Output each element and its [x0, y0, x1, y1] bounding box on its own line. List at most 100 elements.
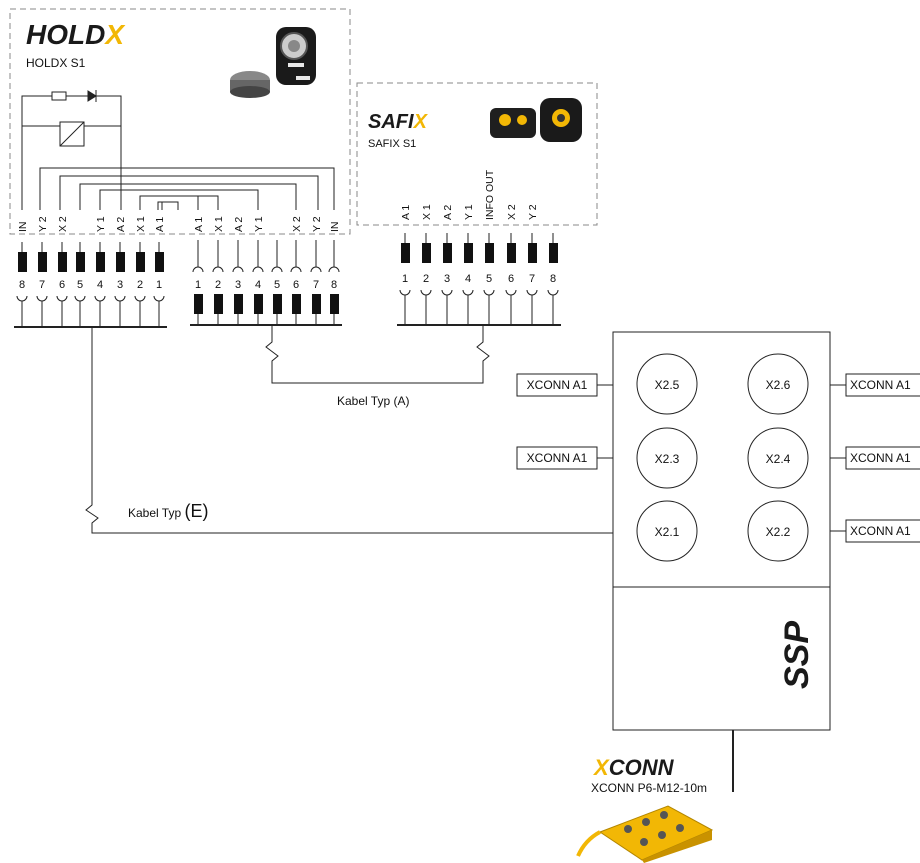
ssp-logo: SSP: [778, 621, 816, 689]
xconn-logo: XCONN: [592, 755, 675, 780]
holdx-logo: HOLDX: [26, 19, 126, 50]
safix-label-4: INFO OUT: [484, 169, 496, 220]
holdx-title: HOLDX S1: [26, 56, 86, 70]
holdx-right-number-2: 3: [235, 279, 241, 291]
holdx-right-number-4: 5: [274, 279, 280, 291]
safix-label-1: X 1: [421, 204, 433, 220]
safix-label-0: A 1: [400, 205, 412, 220]
xconn-a1-label: XCONN A1: [527, 378, 588, 392]
ssp-port-label: X2.3: [655, 452, 680, 466]
safix-label-6: Y 2: [527, 204, 539, 220]
holdx-left-number-4: 4: [97, 279, 103, 291]
holdx-left-terminal-0: 8: [16, 242, 28, 327]
safix-terminal-1: 2: [420, 233, 432, 325]
holdx-product-image: [230, 27, 316, 98]
cable-lines: [85, 325, 734, 792]
safix-terminal-5: 6: [505, 233, 517, 325]
holdx-right-number-7: 8: [331, 279, 337, 291]
xconn-product-image: [576, 805, 714, 863]
holdx-right-terminal-0: 1: [192, 240, 204, 325]
safix-number-2: 3: [444, 273, 450, 285]
holdx-mid-label-0: A 1: [193, 217, 205, 232]
xconn-a1-label: XCONN A1: [850, 451, 911, 465]
cable-type-e-label: Kabel Typ (E): [128, 501, 209, 521]
ssp-port-X2.2: X2.2: [747, 500, 809, 562]
holdx-mid-label-1: X 1: [213, 216, 225, 232]
safix-title: SAFIX S1: [368, 138, 416, 150]
holdx-right-number-5: 6: [293, 279, 299, 291]
ssp-port-label: X2.4: [766, 452, 791, 466]
safix-terminal-6: 7: [526, 233, 538, 325]
ssp-port-X2.4: X2.4: [747, 427, 809, 489]
holdx-mid-label-5: Y 2: [311, 216, 323, 232]
holdx-left-number-1: 7: [39, 279, 45, 291]
holdx-top-label-3: Y 1: [95, 216, 107, 232]
xconn-a1-label: XCONN A1: [527, 451, 588, 465]
holdx-right-terminal-4: 5: [271, 240, 283, 325]
safix-terminal-4: 5: [483, 233, 495, 325]
ssp-port-X2.6: X2.6: [747, 353, 809, 415]
holdx-left-number-0: 8: [19, 279, 25, 291]
holdx-mid-label-3: Y 1: [253, 216, 265, 232]
xconn-connectors: XCONN A1 XCONN A1 XCONN A1 XCONN A1 XCONN A1: [516, 373, 920, 543]
holdx-right-terminal-7: 8: [328, 240, 340, 325]
holdx-top-label-5: X 1: [135, 216, 147, 232]
ssp-port-X2.1: X2.1: [636, 500, 698, 562]
holdx-right-terminal-5: 6: [290, 240, 302, 325]
holdx-left-terminal-4: 4: [94, 242, 106, 327]
holdx-top-label-6: A 1: [154, 217, 166, 232]
xconn-a1-label: XCONN A1: [850, 378, 911, 392]
safix-terminal-3: 4: [462, 233, 474, 325]
safix-label-5: X 2: [506, 204, 518, 220]
safix-label-3: Y 1: [463, 204, 475, 220]
xconn-title: XCONN P6-M12-10m: [591, 781, 707, 795]
holdx-right-number-6: 7: [313, 279, 319, 291]
cable-type-a-label: Kabel Typ (A): [337, 394, 409, 408]
holdx-mid-label-4: X 2: [291, 216, 303, 232]
holdx-top-label-1: Y 2: [37, 216, 49, 232]
safix-number-7: 8: [550, 273, 556, 285]
holdx-right-terminal-6: 7: [310, 240, 322, 325]
safix-number-6: 7: [529, 273, 535, 285]
holdx-left-terminal-1: 7: [36, 242, 48, 327]
holdx-dashed-boundary: [9, 8, 351, 235]
xconn-a1-left-0: XCONN A1: [516, 373, 613, 397]
safix-terminal-2: 3: [441, 233, 453, 325]
safix-product-image: [490, 98, 582, 142]
safix-terminal-0: 1: [399, 233, 411, 325]
holdx-right-number-0: 1: [195, 279, 201, 291]
holdx-left-terminal-5: 3: [114, 242, 126, 327]
ssp-port-X2.5: X2.5: [636, 353, 698, 415]
ssp-port-label: X2.5: [655, 378, 680, 392]
holdx-right-number-3: 4: [255, 279, 261, 291]
holdx-left-number-3: 5: [77, 279, 83, 291]
ssp-port-X2.3: X2.3: [636, 427, 698, 489]
holdx-top-label-4: A 2: [115, 217, 127, 232]
holdx-left-number-7: 1: [156, 279, 162, 291]
holdx-left-terminal-2: 6: [56, 242, 68, 327]
safix-dashed-boundary: [356, 82, 598, 226]
safix-logo: SAFIX: [368, 111, 429, 133]
holdx-right-terminal-2: 3: [232, 240, 244, 325]
holdx-right-terminal-1: 2: [212, 240, 224, 325]
holdx-left-terminal-6: 2: [134, 242, 146, 327]
holdx-left-terminal-3: 5: [74, 242, 86, 327]
safix-terminal-7: 8: [547, 233, 559, 325]
holdx-right-number-1: 2: [215, 279, 221, 291]
holdx-mid-pin-labels: A 1 X 1 A 2 Y 1 X 2 Y 2 IN: [193, 216, 341, 232]
xconn-a1-right-2: XCONN A1: [830, 519, 920, 543]
holdx-mid-label-6: IN: [329, 222, 341, 233]
holdx-left-number-6: 2: [137, 279, 143, 291]
safix-pin-labels: A 1 X 1 A 2 Y 1 INFO OUT X 2 Y 2: [400, 169, 539, 220]
safix-number-1: 2: [423, 273, 429, 285]
ssp-port-label: X2.2: [766, 525, 791, 539]
safix-label-2: A 2: [442, 205, 454, 220]
ssp-port-label: X2.1: [655, 525, 680, 539]
safix-number-5: 6: [508, 273, 514, 285]
xconn-a1-label: XCONN A1: [850, 524, 911, 538]
safix-number-0: 1: [402, 273, 408, 285]
holdx-mid-label-2: A 2: [233, 217, 245, 232]
xconn-a1-left-1: XCONN A1: [516, 446, 613, 470]
